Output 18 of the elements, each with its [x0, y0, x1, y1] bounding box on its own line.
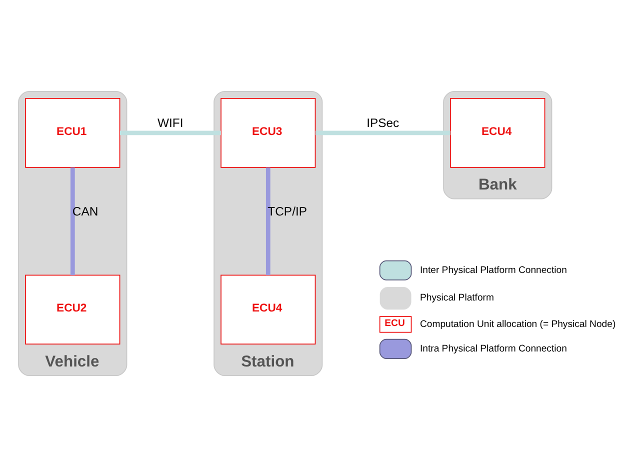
node-box: ECU4 [220, 274, 316, 345]
connector [315, 130, 450, 136]
connector [120, 130, 221, 136]
edge-label: IPSec [366, 116, 400, 130]
legend-label: Intra Physical Platform Connection [420, 343, 567, 354]
node-box: ECU2 [25, 274, 120, 345]
node-box: ECU1 [25, 98, 120, 168]
label: ECU [384, 318, 405, 330]
edge-label: CAN [72, 204, 98, 219]
node-box: ECU3 [220, 98, 316, 168]
edge-label: TCP/IP [268, 204, 307, 219]
edge-label: WIFI [158, 116, 184, 130]
legend-label: Inter Physical Platform Connection [420, 264, 567, 276]
connector [70, 168, 75, 276]
legend-label: Physical Platform [420, 292, 494, 304]
node-box: ECU4 [450, 98, 546, 168]
connector [266, 168, 270, 276]
legend-label: Computation Unit allocation (= Physical Node) [420, 318, 616, 330]
